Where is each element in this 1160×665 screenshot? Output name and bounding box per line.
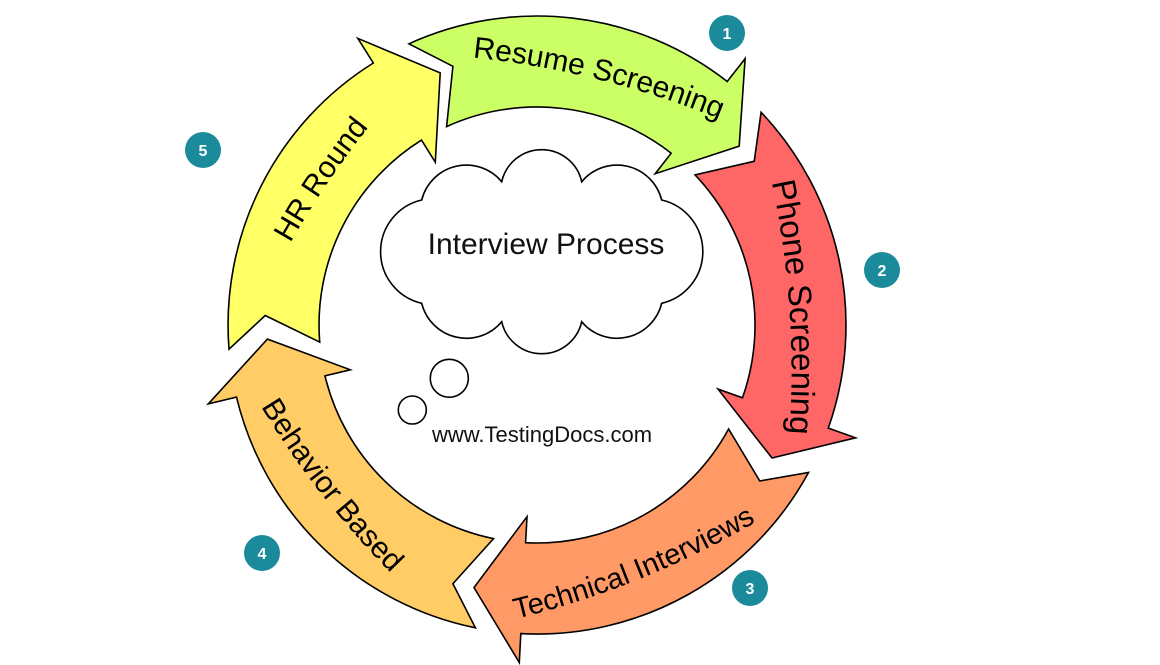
curved-arrow-shape (693, 110, 859, 459)
step-resume-screening: Resume Screening (407, 15, 747, 176)
badge-circle (732, 570, 768, 606)
badge-circle (185, 132, 221, 168)
badge-number: 4 (258, 546, 267, 563)
badge-circle (864, 252, 900, 288)
curved-arrow-shape (473, 427, 811, 665)
step-phone-screening: Phone Screening (693, 110, 859, 459)
step-badge-1: 1 (709, 15, 745, 51)
cloud-shape (379, 148, 704, 355)
step-badge-4: 4 (244, 535, 280, 571)
curved-arrow-shape (227, 36, 442, 351)
badge-number: 1 (723, 26, 732, 43)
thought-bubble-large (429, 358, 470, 399)
website-url: www.TestingDocs.com (431, 422, 652, 447)
badge-circle (244, 535, 280, 571)
thought-bubble-small (397, 395, 428, 425)
step-badge-5: 5 (185, 132, 221, 168)
step-hr-round: HR Round (227, 36, 442, 351)
step-technical-interviews: Technical Interviews (473, 427, 811, 665)
step-badge-2: 2 (864, 252, 900, 288)
badge-number: 2 (878, 263, 887, 280)
curved-arrow-shape (205, 338, 496, 629)
badge-number: 3 (746, 581, 755, 598)
thought-cloud: Interview Process (379, 148, 704, 425)
curved-arrow-shape (407, 15, 747, 176)
center-title: Interview Process (428, 228, 665, 261)
badge-number: 5 (199, 143, 208, 160)
step-badge-3: 3 (732, 570, 768, 606)
badge-circle (709, 15, 745, 51)
